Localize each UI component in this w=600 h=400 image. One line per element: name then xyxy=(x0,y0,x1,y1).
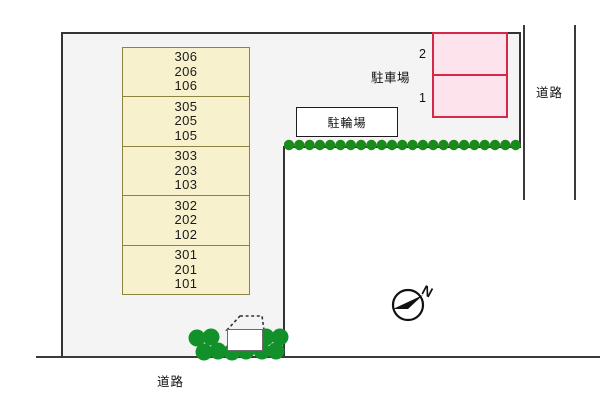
unit-number: 106 xyxy=(174,78,198,94)
unit-number: 103 xyxy=(174,177,198,193)
entrance-structure-icon xyxy=(227,329,263,351)
tree-icon xyxy=(188,328,289,361)
unit-number: 303 xyxy=(174,148,198,164)
compass-north-icon: N xyxy=(391,282,436,322)
unit-row[interactable]: 302 202 102 xyxy=(123,196,249,246)
unit-number: 301 xyxy=(174,247,198,262)
unit-number: 101 xyxy=(174,276,198,292)
unit-row[interactable]: 303 203 103 xyxy=(123,147,249,197)
car-parking-label: 駐車場 xyxy=(371,71,411,85)
car-parking-stalls xyxy=(432,32,508,118)
unit-number: 203 xyxy=(174,162,198,178)
unit-row[interactable]: 305 205 105 xyxy=(123,97,249,147)
parking-stall-number: 2 xyxy=(419,47,426,61)
parking-stall[interactable] xyxy=(434,34,506,76)
unit-row[interactable]: 306 206 106 xyxy=(123,48,249,98)
unit-number: 105 xyxy=(174,127,198,143)
parking-stall[interactable] xyxy=(434,76,506,116)
apartment-building: 306 206 106 305 205 105 303 203 103 302 … xyxy=(122,47,250,295)
unit-number: 201 xyxy=(174,261,198,277)
road-label-bottom: 道路 xyxy=(157,375,185,389)
parking-stall-number: 1 xyxy=(419,91,426,105)
bicycle-parking-label: 駐輪場 xyxy=(327,115,367,130)
unit-number: 205 xyxy=(174,113,198,129)
unit-number: 102 xyxy=(174,226,198,242)
unit-row[interactable]: 301 201 101 xyxy=(123,246,249,294)
bicycle-parking-area[interactable]: 駐輪場 xyxy=(296,107,398,137)
unit-number: 302 xyxy=(174,197,198,213)
unit-number: 305 xyxy=(174,98,198,114)
unit-number: 206 xyxy=(174,63,198,79)
hedge-shrub-icon xyxy=(284,139,521,151)
unit-number: 306 xyxy=(174,49,198,65)
unit-number: 202 xyxy=(174,212,198,228)
road-label-right: 道路 xyxy=(536,86,564,100)
